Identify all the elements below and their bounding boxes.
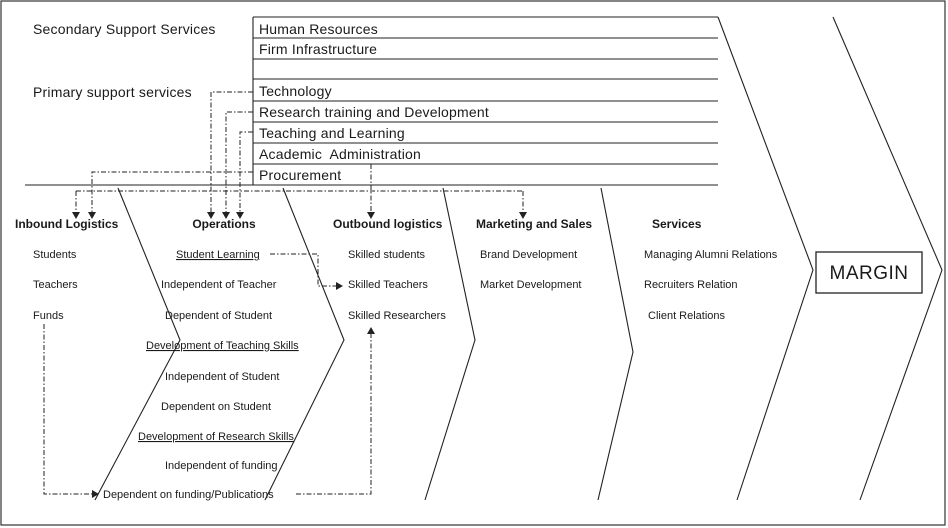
inbound-logistics-heading: Inbound Logistics (15, 217, 119, 231)
arrow-up-icon (367, 327, 375, 334)
outbound-item-skilled-teachers: Skilled Teachers (348, 279, 428, 291)
services-item-recruiters-relation: Recruiters Relation (644, 279, 738, 291)
operations-item-student-learning: Student Learning (176, 249, 260, 261)
operations-item-dependent-on-student: Dependent on Student (161, 401, 271, 413)
secondary-support-label: Secondary Support Services (33, 21, 216, 37)
support-item-firm-infrastructure: Firm Infrastructure (259, 41, 377, 57)
outbound-item-skilled-students: Skilled students (348, 249, 426, 261)
operations-item-development-research-skills: Development of Research Skills (138, 431, 294, 443)
outbound-logistics-heading: Outbound logistics (333, 217, 443, 231)
arrow-down-icon (222, 212, 230, 219)
operations-item-dependent-of-student: Dependent of Student (165, 310, 272, 322)
services-item-client-relations: Client Relations (648, 310, 726, 322)
operations-item-development-teaching-skills: Development of Teaching Skills (146, 340, 299, 352)
services-item-managing-alumni: Managing Alumni Relations (644, 249, 778, 261)
support-item-academic-administration: Academic Administration (259, 146, 421, 162)
operations-item-independent-of-teacher: Independent of Teacher (161, 279, 277, 291)
arrowheads (72, 212, 527, 498)
inbound-item-funds: Funds (33, 310, 64, 322)
arrow-right-icon (92, 490, 99, 498)
support-item-human-resources: Human Resources (259, 21, 378, 37)
support-item-research-training: Research training and Development (259, 104, 489, 120)
support-item-teaching-learning: Teaching and Learning (259, 125, 405, 141)
operations-item-independent-of-student: Independent of Student (165, 371, 279, 383)
support-row-lines (25, 16, 718, 186)
marketing-sales-heading: Marketing and Sales (476, 217, 592, 231)
services-heading: Services (652, 217, 702, 231)
inbound-item-teachers: Teachers (33, 279, 78, 291)
operations-item-independent-of-funding: Independent of funding (165, 460, 278, 472)
inbound-item-students: Students (33, 249, 77, 261)
support-item-procurement: Procurement (259, 167, 341, 183)
margin-label: MARGIN (830, 263, 909, 284)
dash-dot-connectors (43, 91, 524, 495)
outbound-item-skilled-researchers: Skilled Researchers (348, 310, 446, 322)
operations-heading: Operations (192, 217, 256, 231)
arrow-down-icon (236, 212, 244, 219)
arrow-down-icon (207, 212, 215, 219)
arrow-right-icon (336, 282, 343, 290)
primary-support-label: Primary support services (33, 84, 192, 100)
arrow-down-icon (88, 212, 96, 219)
marketing-item-market-development: Market Development (480, 279, 582, 291)
operations-item-dependent-on-funding: Dependent on funding/Publications (103, 489, 274, 501)
arrow-down-icon (72, 212, 80, 219)
margin-box (815, 251, 923, 294)
support-item-technology: Technology (259, 83, 332, 99)
chevron-separators (94, 16, 943, 501)
arrow-down-icon (367, 212, 375, 219)
marketing-item-brand-development: Brand Development (480, 249, 577, 261)
arrow-down-icon (519, 212, 527, 219)
